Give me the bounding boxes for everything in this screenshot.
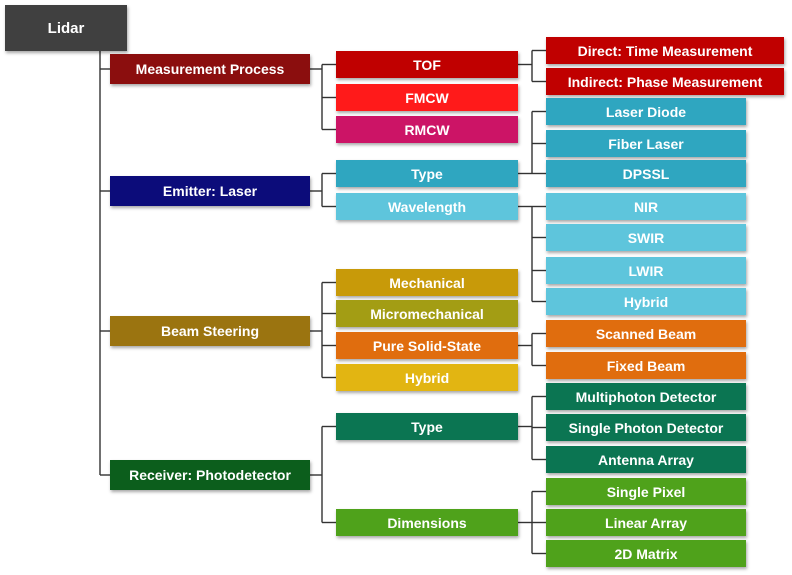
node-fmcw: FMCW	[336, 84, 518, 111]
node-tof: TOF	[336, 51, 518, 78]
node-dimensions: Dimensions	[336, 509, 518, 536]
node-2d-matrix: 2D Matrix	[546, 540, 746, 567]
node-hybrid-wavelength: Hybrid	[546, 288, 746, 315]
node-mechanical: Mechanical	[336, 269, 518, 296]
node-emitter-laser: Emitter: Laser	[110, 176, 310, 206]
node-fixed-beam: Fixed Beam	[546, 352, 746, 379]
node-swir: SWIR	[546, 224, 746, 251]
node-scanned-beam: Scanned Beam	[546, 320, 746, 347]
node-indirect-phase-measurement: Indirect: Phase Measurement	[546, 68, 784, 95]
node-dpssl: DPSSL	[546, 160, 746, 187]
node-hybrid-beam: Hybrid	[336, 364, 518, 391]
node-nir: NIR	[546, 193, 746, 220]
node-emitter-type: Type	[336, 160, 518, 187]
node-antenna-array: Antenna Array	[546, 446, 746, 473]
node-direct-time-measurement: Direct: Time Measurement	[546, 37, 784, 64]
node-fiber-laser: Fiber Laser	[546, 130, 746, 157]
node-lidar: Lidar	[5, 5, 127, 51]
node-measurement-process: Measurement Process	[110, 54, 310, 84]
node-micromechanical: Micromechanical	[336, 300, 518, 327]
node-beam-steering: Beam Steering	[110, 316, 310, 346]
node-single-photon-detector: Single Photon Detector	[546, 414, 746, 441]
node-wavelength: Wavelength	[336, 193, 518, 220]
node-lwir: LWIR	[546, 257, 746, 284]
node-linear-array: Linear Array	[546, 509, 746, 536]
node-receiver-type: Type	[336, 413, 518, 440]
node-receiver-photodetector: Receiver: Photodetector	[110, 460, 310, 490]
node-multiphoton-detector: Multiphoton Detector	[546, 383, 746, 410]
node-single-pixel: Single Pixel	[546, 478, 746, 505]
node-rmcw: RMCW	[336, 116, 518, 143]
node-laser-diode: Laser Diode	[546, 98, 746, 125]
node-pure-solid-state: Pure Solid-State	[336, 332, 518, 359]
